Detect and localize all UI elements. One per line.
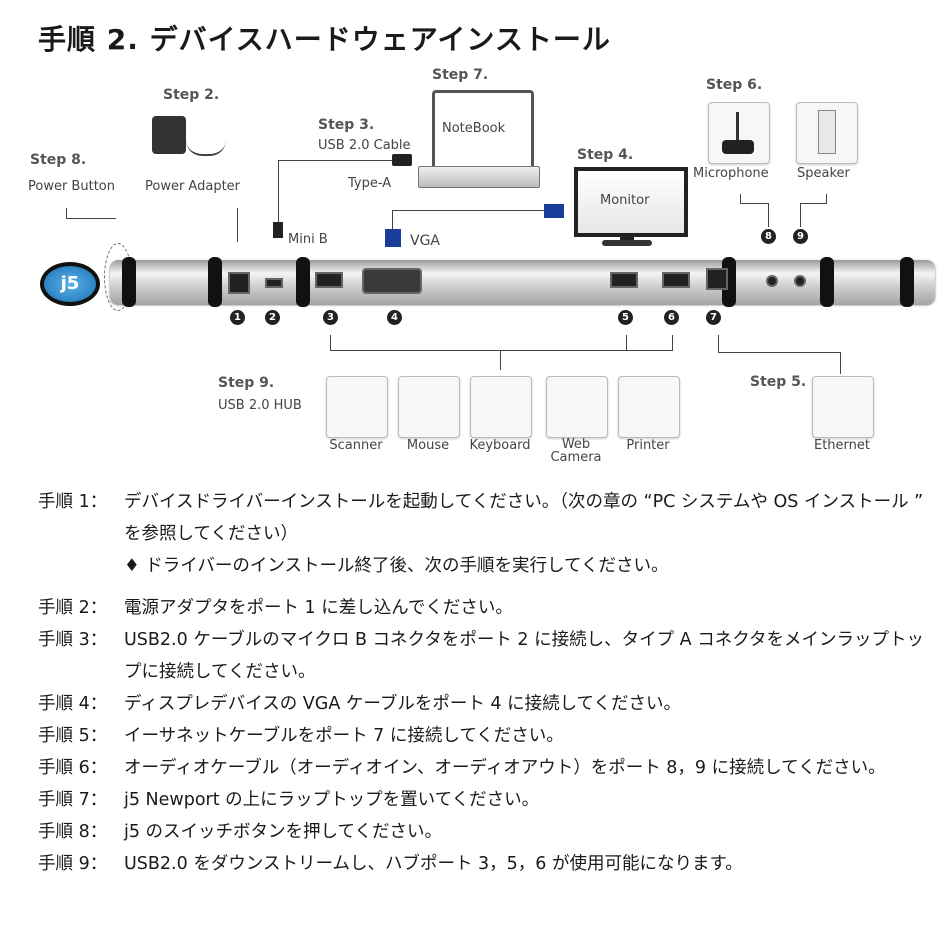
- vga-port[interactable]: [362, 268, 422, 294]
- ethernet-port[interactable]: [706, 268, 728, 290]
- device-webcam-label: Web Camera: [550, 437, 602, 465]
- step-row-1: 手順 1：デバイスドライバーインストールを起動してください。（次の章の “PC …: [38, 492, 924, 544]
- port-number-3: 3: [323, 310, 338, 325]
- step-row-7: 手順 7：j5 Newport の上にラップトップを置いてください。: [38, 790, 540, 810]
- step7-heading: Step 7.: [432, 67, 489, 83]
- port-number-9: 9: [793, 229, 808, 244]
- audio-port-9[interactable]: [794, 275, 806, 287]
- notebook-label: NoteBook: [442, 121, 506, 136]
- j5-logo: j5: [60, 273, 80, 294]
- usb-port-5[interactable]: [610, 272, 638, 288]
- step-row-2: 手順 2：電源アダプタをポート 1 に差し込んでください。: [38, 598, 513, 618]
- page-title: 手順 2. デバイスハードウェアインストール: [38, 23, 611, 56]
- port-number-2: 2: [265, 310, 280, 325]
- usb-hub-bar: [110, 257, 935, 307]
- step4-heading: Step 4.: [577, 147, 634, 163]
- speaker-label: Speaker: [797, 166, 850, 181]
- power-button-icon[interactable]: j5: [40, 262, 100, 306]
- step5-heading: Step 5.: [750, 374, 807, 390]
- router-icon: [812, 376, 874, 438]
- step2-label: Power Adapter: [145, 179, 241, 194]
- port-number-5: 5: [618, 310, 633, 325]
- step9-label: USB 2.0 HUB: [218, 398, 302, 413]
- port-number-7: 7: [706, 310, 721, 325]
- microphone-label: Microphone: [693, 166, 769, 181]
- step-row-1-note: ♦ ドライバーのインストール終了後、次の手順を実行してください。: [124, 556, 669, 576]
- step-row-4: 手順 4：ディスプレデバイスの VGA ケーブルをポート 4 に接続してください…: [38, 694, 682, 714]
- audio-port-8[interactable]: [766, 275, 778, 287]
- usb-port-3[interactable]: [315, 272, 343, 288]
- step6-heading: Step 6.: [706, 77, 763, 93]
- step-row-5: 手順 5：イーサネットケーブルをポート 7 に接続してください。: [38, 726, 564, 746]
- keyboard-icon: [470, 376, 532, 438]
- step-row-8: 手順 8：j5 のスイッチボタンを押してください。: [38, 822, 443, 842]
- usb-cable-icon: [278, 160, 399, 225]
- usb-port-6[interactable]: [662, 272, 690, 288]
- port-number-8: 8: [761, 229, 776, 244]
- step-row-6: 手順 6：オーディオケーブル（オーディオイン、オーディオアウト）をポート 8，9…: [38, 758, 886, 778]
- mouse-icon: [398, 376, 460, 438]
- device-keyboard-label: Keyboard: [469, 438, 531, 453]
- step3-label: USB 2.0 Cable: [318, 138, 411, 153]
- step9-heading: Step 9.: [218, 375, 275, 391]
- device-scanner-label: Scanner: [329, 438, 383, 453]
- port-number-4: 4: [387, 310, 402, 325]
- device-mouse-label: Mouse: [406, 438, 450, 453]
- step3-heading: Step 3.: [318, 117, 375, 133]
- microphone-icon: [708, 102, 770, 164]
- step8-label: Power Button: [28, 179, 115, 194]
- step-row-3: 手順 3：USB2.0 ケーブルのマイクロ B コネクタをポート 2 に接続し、…: [38, 630, 925, 682]
- printer-icon: [618, 376, 680, 438]
- vga-label: VGA: [410, 233, 441, 249]
- device-printer-label: Printer: [626, 438, 670, 453]
- vga-cable-icon: [392, 210, 551, 233]
- dc-port[interactable]: [228, 272, 250, 294]
- port-number-6: 6: [664, 310, 679, 325]
- step8-heading: Step 8.: [30, 152, 87, 168]
- monitor-icon: [574, 167, 688, 237]
- type-a-label: Type-A: [348, 176, 392, 191]
- ethernet-label: Ethernet: [814, 438, 870, 453]
- monitor-label: Monitor: [600, 193, 650, 208]
- port-number-1: 1: [230, 310, 245, 325]
- scanner-icon: [326, 376, 388, 438]
- power-adapter-icon: [152, 116, 186, 154]
- notebook-icon: [432, 90, 534, 170]
- instruction-steps: 手順 1：デバイスドライバーインストールを起動してください。（次の章の “PC …: [38, 486, 928, 880]
- mini-b-label: Mini B: [288, 232, 328, 247]
- step2-heading: Step 2.: [163, 87, 220, 103]
- webcam-icon: [546, 376, 608, 438]
- step-row-9: 手順 9：USB2.0 をダウンストリームし、ハブポート 3，5，6 が使用可能…: [38, 854, 743, 874]
- mini-usb-port[interactable]: [265, 278, 283, 288]
